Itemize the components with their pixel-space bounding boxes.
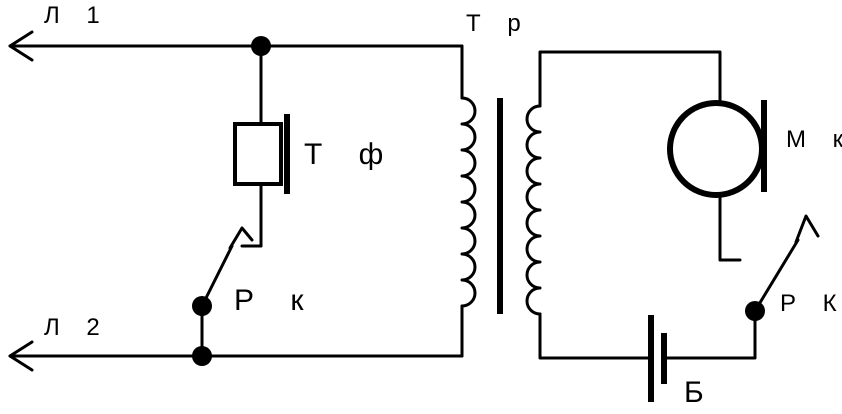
telephone-receiver-symbol	[233, 44, 290, 248]
line-l1-wire	[8, 30, 464, 62]
label-battery: Б	[684, 376, 718, 409]
label-line-2: Л 2	[44, 314, 110, 341]
line-l2-wire	[8, 340, 464, 372]
transformer-secondary-winding	[525, 50, 722, 360]
label-line-1: Л 1	[44, 2, 110, 29]
microphone-symbol	[667, 100, 767, 262]
label-transformer: Т р	[466, 10, 531, 37]
battery-symbol	[648, 315, 667, 402]
switch-right-contact	[664, 214, 820, 360]
label-switch-left: Р к	[234, 284, 318, 317]
label-microphone: М к	[786, 126, 842, 153]
transformer-primary-winding	[460, 44, 477, 358]
switch-left-contact	[192, 226, 254, 358]
label-switch-right: Р К	[780, 290, 842, 317]
label-telephone: Т ф	[304, 138, 398, 171]
